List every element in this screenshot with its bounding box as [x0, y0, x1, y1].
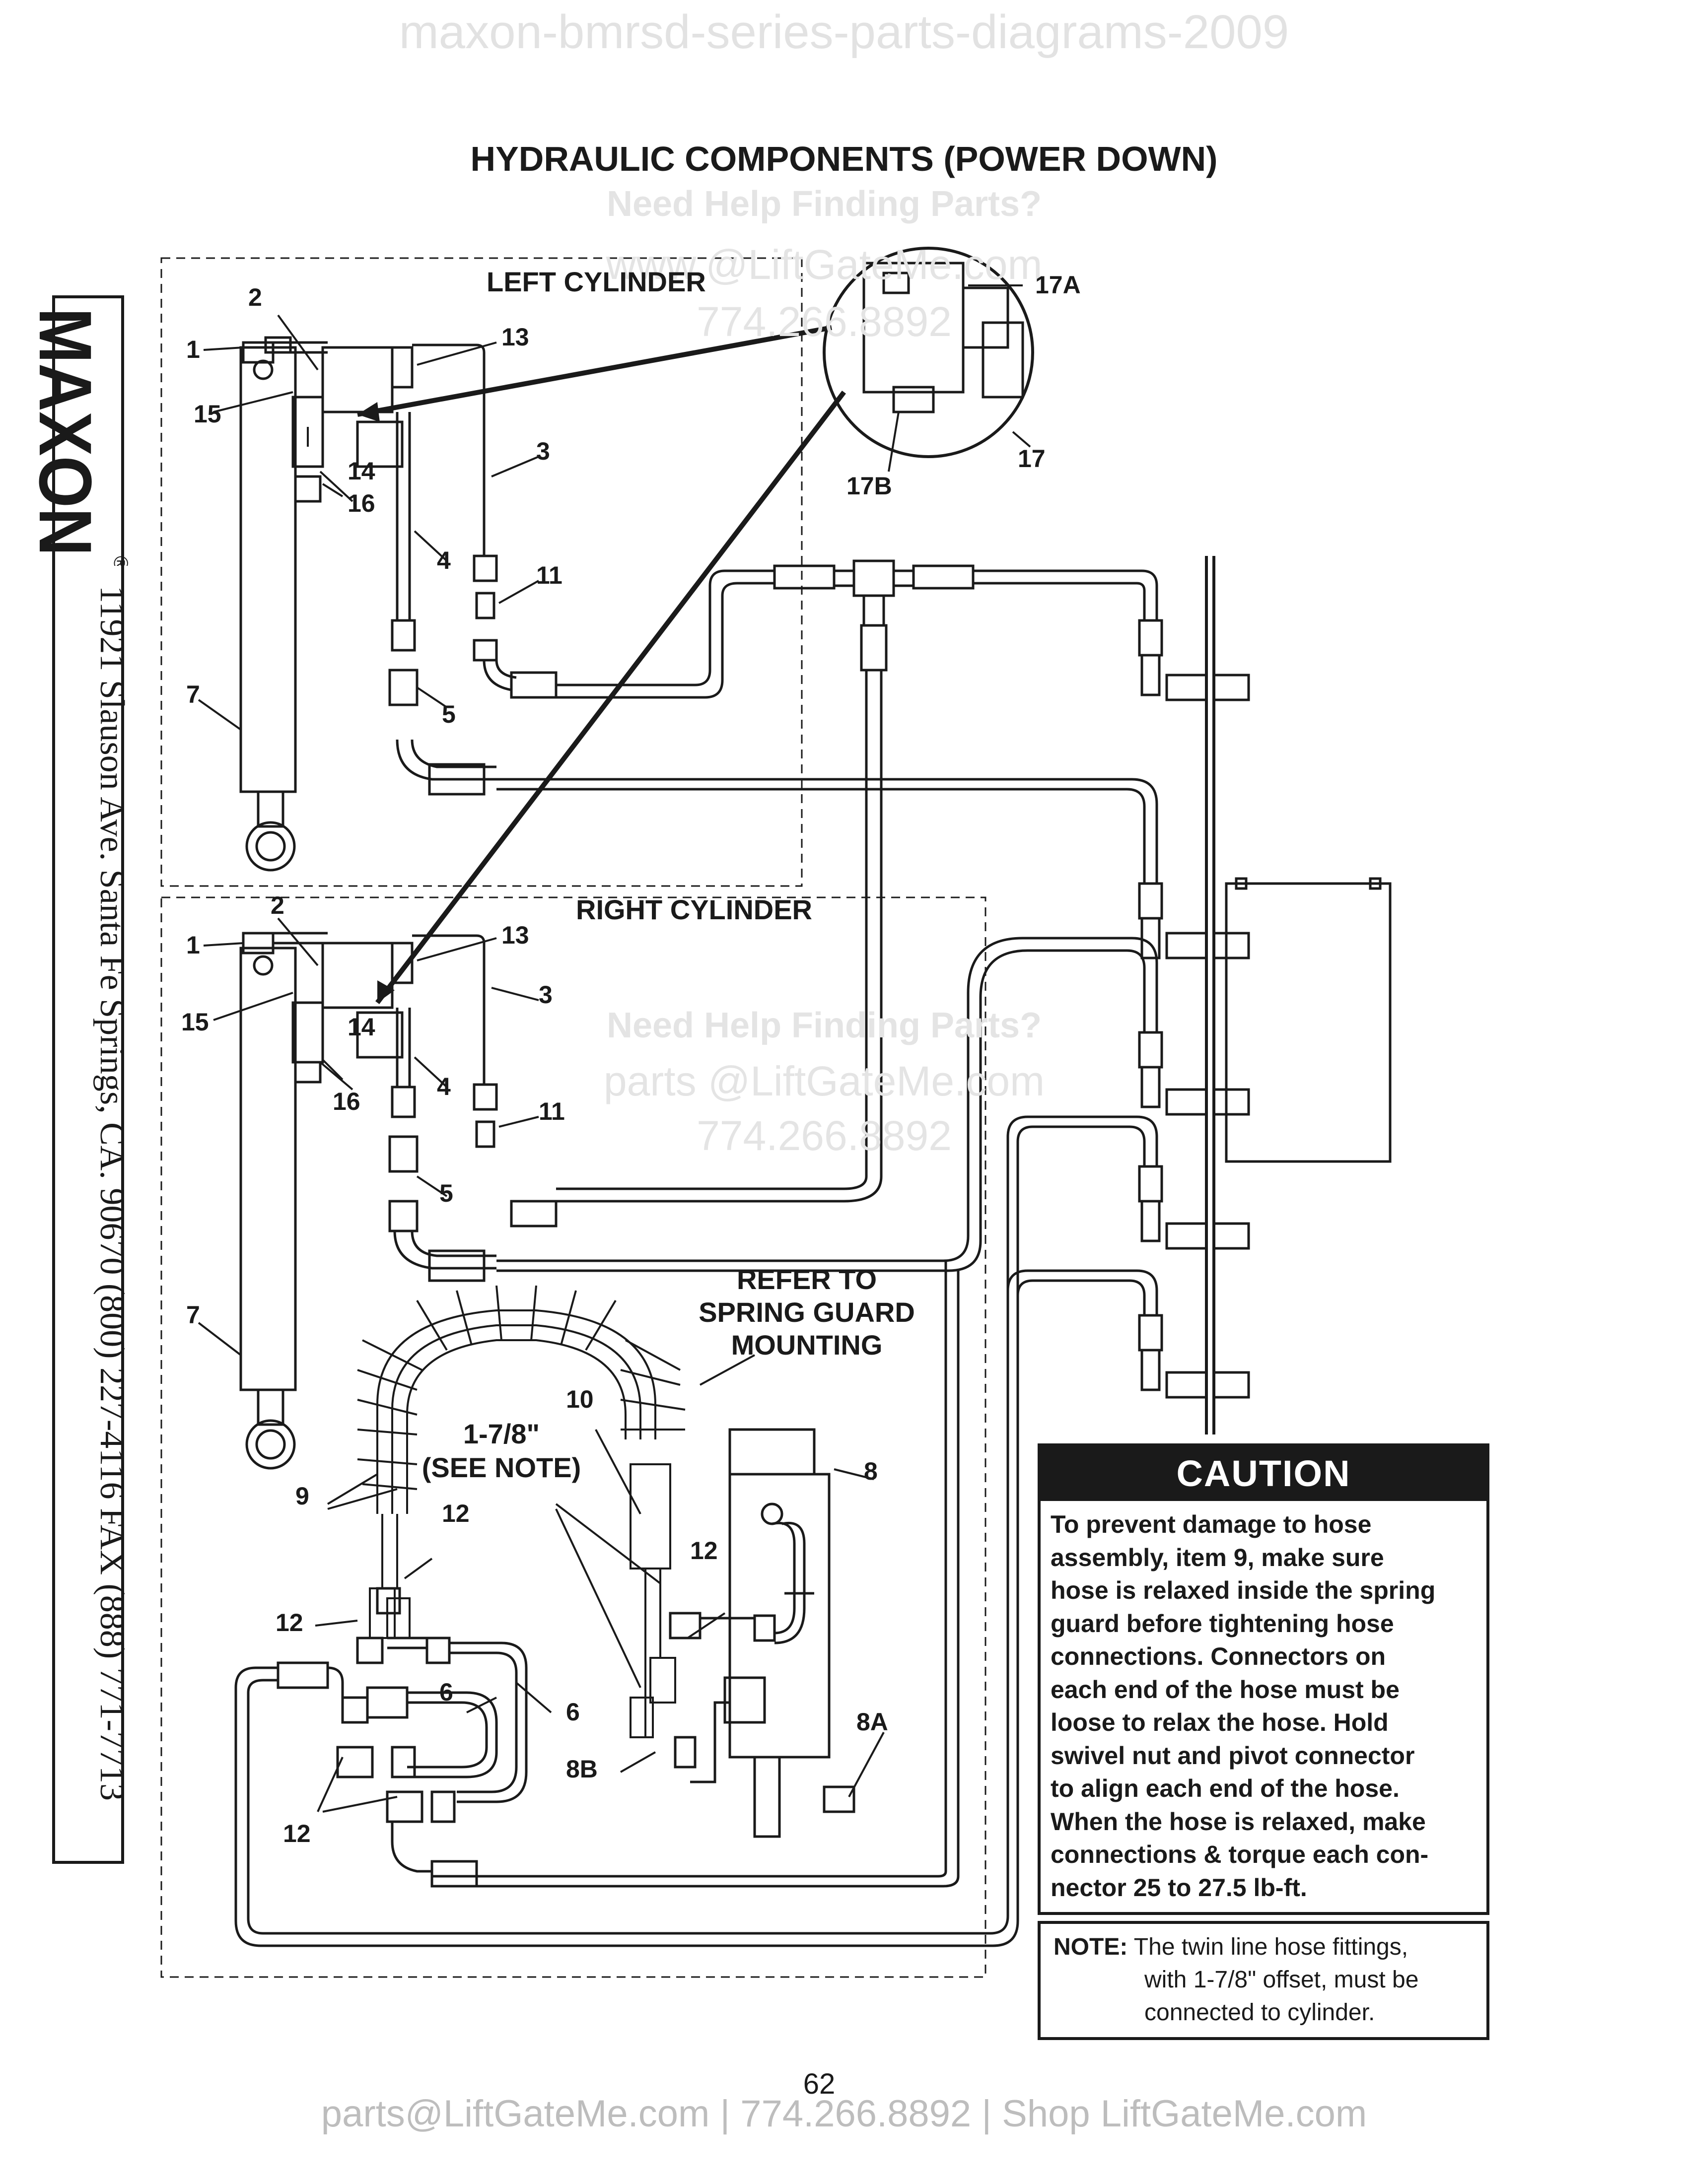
right-cylinder-label: RIGHT CYLINDER	[576, 894, 812, 925]
watermark-phone-2: 774.266.8892	[697, 1112, 952, 1159]
caution-line: connections. Connectors on	[1051, 1642, 1386, 1670]
left-cylinder-assembly	[239, 336, 558, 872]
left-cylinder-box	[160, 257, 803, 887]
offset-note-line-2: (SEE NOTE)	[422, 1452, 581, 1483]
callout-16-right: 16	[333, 1088, 360, 1115]
callout-8b: 8B	[566, 1755, 598, 1783]
callout-7: 7	[186, 681, 200, 708]
registered-mark: ®	[110, 556, 132, 566]
watermark-phone-1: 774.266.8892	[697, 298, 952, 345]
pointer-arrowheads	[357, 402, 395, 1003]
watermark-top: maxon-bmrsd-series-parts-diagrams-2009	[399, 5, 1289, 59]
footer-watermark: parts@LiftGateMe.com | 774.266.8892 | Sh…	[321, 2093, 1367, 2135]
callout-6-a: 6	[439, 1678, 453, 1706]
hose-runs	[234, 559, 1163, 1947]
watermark-email-fragment: www.@LiftGateMe.com	[606, 241, 1043, 288]
callout-14: 14	[348, 457, 375, 485]
note-text-2: with 1-7/8" offset, must be	[1144, 1967, 1419, 1993]
callout-3: 3	[536, 437, 550, 465]
spring-note-line-2: SPRING GUARD	[699, 1297, 915, 1328]
caution-line: connections & torque each con-	[1051, 1841, 1429, 1868]
callout-17b: 17B	[846, 472, 892, 500]
right-cylinder-assembly	[239, 932, 558, 1470]
caution-line: swivel nut and pivot connector	[1051, 1741, 1415, 1770]
caution-line: assembly, item 9, make sure	[1051, 1543, 1384, 1571]
right-cylinder-box	[160, 896, 986, 1978]
caution-line: guard before tightening hose	[1051, 1609, 1394, 1638]
leader-lines	[198, 284, 1031, 1813]
spring-note-line-3: MOUNTING	[731, 1329, 883, 1361]
page-title: HYDRAULIC COMPONENTS (POWER DOWN)	[470, 139, 1218, 178]
spring-note-line-1: REFER TO	[736, 1264, 877, 1295]
spring-guard	[357, 1285, 686, 1738]
pump-assembly	[674, 1428, 855, 1838]
offset-note-line-1: 1-7/8"	[463, 1418, 540, 1449]
callout-1-right: 1	[186, 931, 200, 959]
maxon-logo-text: MAXON	[30, 308, 107, 556]
note-text-3: connected to cylinder.	[1144, 1999, 1375, 2026]
caution-body: To prevent damage to hose assembly, item…	[1041, 1501, 1486, 1911]
callout-5-right: 5	[439, 1179, 453, 1207]
callout-2-right: 2	[271, 891, 284, 919]
detail-circle-17	[823, 247, 1034, 458]
callout-12-c: 12	[276, 1609, 303, 1637]
maxon-logo: MAXON ®	[30, 308, 132, 566]
watermark-email: parts @LiftGateMe.com	[603, 1058, 1045, 1104]
callout-13-right: 13	[501, 921, 529, 949]
callout-8a: 8A	[856, 1708, 888, 1736]
callout-13: 13	[501, 323, 529, 351]
callout-15-right: 15	[181, 1008, 209, 1036]
watermark-help-2: Need Help Finding Parts?	[606, 1006, 1042, 1045]
callout-11-right: 11	[539, 1097, 565, 1125]
callout-17a: 17A	[1035, 271, 1081, 299]
caution-heading: CAUTION	[1041, 1446, 1486, 1501]
callout-16: 16	[348, 489, 375, 517]
callout-7-right: 7	[186, 1301, 200, 1329]
valve-block	[1165, 556, 1392, 1434]
offset-note: 1-7/8" (SEE NOTE)	[412, 1417, 591, 1485]
caution-line: nector 25 to 27.5 lb-ft.	[1051, 1873, 1307, 1902]
callout-15: 15	[194, 400, 221, 428]
callout-12-d: 12	[283, 1820, 311, 1847]
callout-11: 11	[536, 561, 563, 589]
note-label: NOTE:	[1054, 1934, 1128, 1960]
spring-guard-note: REFER TO SPRING GUARD MOUNTING	[695, 1263, 918, 1362]
lower-fittings	[277, 1587, 776, 1888]
detail-pointers	[357, 325, 846, 1005]
callout-2: 2	[248, 283, 262, 311]
callout-17: 17	[1018, 445, 1046, 473]
caution-line: each end of the hose must be	[1051, 1675, 1400, 1704]
callout-12-a: 12	[442, 1500, 470, 1527]
callout-5: 5	[442, 700, 456, 728]
callout-1: 1	[186, 336, 200, 363]
left-cylinder-label: LEFT CYLINDER	[487, 266, 706, 297]
callout-3-right: 3	[539, 981, 553, 1009]
caution-line: loose to relax the hose. Hold	[1051, 1708, 1389, 1736]
note-line-1: NOTE: The twin line hose fittings,	[1054, 1931, 1474, 1964]
callout-4-right: 4	[437, 1073, 451, 1100]
watermark-help-1: Need Help Finding Parts?	[606, 184, 1042, 224]
callout-14-right: 14	[348, 1013, 375, 1041]
callout-8: 8	[864, 1457, 878, 1485]
callout-4: 4	[437, 546, 451, 574]
callout-6-b: 6	[566, 1698, 580, 1726]
caution-line: When the hose is relaxed, make	[1051, 1807, 1426, 1836]
caution-line: hose is relaxed inside the spring	[1051, 1576, 1436, 1604]
callout-12-b: 12	[690, 1537, 718, 1565]
callout-9: 9	[295, 1482, 309, 1510]
caution-box: CAUTION To prevent damage to hose assemb…	[1038, 1443, 1489, 1915]
callout-10: 10	[566, 1385, 594, 1413]
sidebar-frame	[52, 295, 124, 1864]
page-number: 62	[803, 2068, 836, 2100]
note-text-1: The twin line hose fittings,	[1133, 1934, 1408, 1960]
note-box: NOTE: The twin line hose fittings, with …	[1038, 1921, 1489, 2040]
caution-line: to align each end of the hose.	[1051, 1774, 1400, 1802]
caution-line: To prevent damage to hose	[1051, 1510, 1372, 1538]
